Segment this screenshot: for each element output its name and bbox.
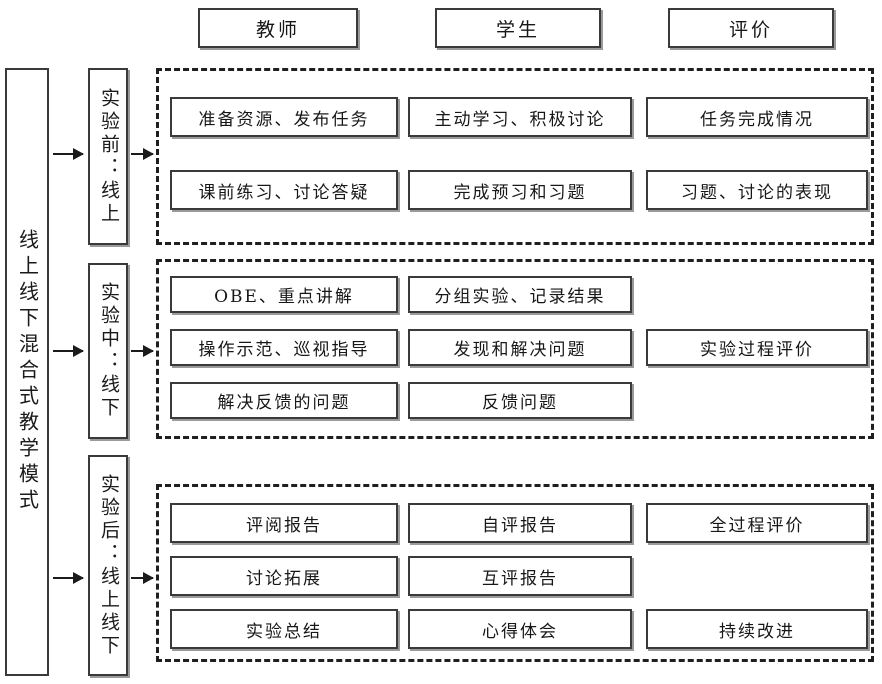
cell-text: 发现和解决问题 — [453, 340, 587, 360]
arrow-stage-1-to-content — [131, 148, 154, 160]
cell-text: OBE、重点讲解 — [214, 287, 354, 307]
cell-text: 心得体会 — [482, 621, 558, 642]
arrow-master-to-stage-1 — [53, 148, 84, 160]
arrow-stage-2-to-content — [131, 345, 154, 357]
cell-during-evaluation-2: 实验过程评价 — [646, 329, 868, 366]
cell-text: 反馈问题 — [482, 393, 558, 413]
cell-text: 互评报告 — [482, 568, 558, 589]
cell-text: 习题、讨论的表现 — [681, 182, 833, 203]
cell-post-teacher-1: 评阅报告 — [170, 503, 398, 543]
stage-label-post-experiment: 实验后：线上线下 — [97, 473, 120, 658]
cell-during-student-1: 分组实验、记录结果 — [408, 276, 632, 313]
cell-post-teacher-2: 讨论拓展 — [170, 556, 398, 596]
cell-during-student-3: 反馈问题 — [408, 382, 632, 419]
column-header-student-label: 学生 — [495, 18, 540, 41]
cell-post-teacher-3: 实验总结 — [170, 609, 398, 649]
cell-during-teacher-3: 解决反馈的问题 — [170, 382, 398, 419]
column-header-teacher-label: 教师 — [255, 18, 300, 41]
cell-text: 解决反馈的问题 — [217, 393, 351, 413]
stage-label-pre-experiment: 实验前：线上 — [97, 87, 120, 226]
cell-text: 实验总结 — [246, 621, 322, 642]
cell-text: 准备资源、发布任务 — [198, 109, 370, 130]
cell-post-evaluation-1: 全过程评价 — [646, 503, 868, 543]
stage-label-during-experiment: 实验中：线下 — [97, 282, 120, 420]
stage-box-post-experiment: 实验后：线上线下 — [88, 455, 128, 676]
cell-text: 自评报告 — [482, 515, 558, 536]
cell-text: 持续改进 — [719, 621, 795, 642]
cell-post-student-2: 互评报告 — [408, 556, 632, 596]
arrow-master-to-stage-2 — [53, 345, 84, 357]
stage-container-pre-experiment — [156, 68, 874, 245]
master-label-text: 线上线下混合式教学模式 — [15, 229, 40, 515]
cell-post-student-3: 心得体会 — [408, 609, 632, 649]
cell-text: 分组实验、记录结果 — [434, 287, 606, 307]
stage-box-pre-experiment: 实验前：线上 — [88, 68, 128, 245]
cell-text: 实验过程评价 — [700, 340, 814, 360]
cell-post-student-1: 自评报告 — [408, 503, 632, 543]
stage-container-during-experiment — [156, 259, 874, 439]
column-header-student: 学生 — [435, 8, 601, 48]
cell-post-evaluation-3: 持续改进 — [646, 609, 868, 649]
master-label-box: 线上线下混合式教学模式 — [5, 68, 49, 676]
arrow-master-to-stage-3 — [53, 572, 84, 584]
arrow-stage-3-to-content — [131, 572, 154, 584]
cell-text: 讨论拓展 — [246, 568, 322, 589]
cell-text: 任务完成情况 — [700, 109, 814, 130]
cell-during-teacher-2: 操作示范、巡视指导 — [170, 329, 398, 366]
cell-text: 全过程评价 — [709, 515, 805, 536]
stage-box-during-experiment: 实验中：线下 — [88, 263, 128, 439]
cell-during-teacher-1: OBE、重点讲解 — [170, 276, 398, 313]
column-header-teacher: 教师 — [198, 8, 358, 48]
cell-text: 评阅报告 — [246, 515, 322, 536]
cell-pre-teacher-2: 课前练习、讨论答疑 — [170, 170, 398, 210]
cell-pre-student-2: 完成预习和习题 — [408, 170, 632, 210]
column-header-evaluation-label: 评价 — [728, 18, 773, 41]
cell-text: 完成预习和习题 — [453, 182, 587, 203]
cell-text: 主动学习、积极讨论 — [434, 109, 606, 130]
cell-pre-student-1: 主动学习、积极讨论 — [408, 97, 632, 137]
stage-container-post-experiment — [156, 484, 874, 662]
cell-pre-evaluation-1: 任务完成情况 — [646, 97, 868, 137]
cell-text: 课前练习、讨论答疑 — [198, 182, 370, 203]
cell-text: 操作示范、巡视指导 — [198, 340, 370, 360]
cell-pre-teacher-1: 准备资源、发布任务 — [170, 97, 398, 137]
column-header-evaluation: 评价 — [668, 8, 834, 48]
cell-pre-evaluation-2: 习题、讨论的表现 — [646, 170, 868, 210]
cell-during-student-2: 发现和解决问题 — [408, 329, 632, 366]
